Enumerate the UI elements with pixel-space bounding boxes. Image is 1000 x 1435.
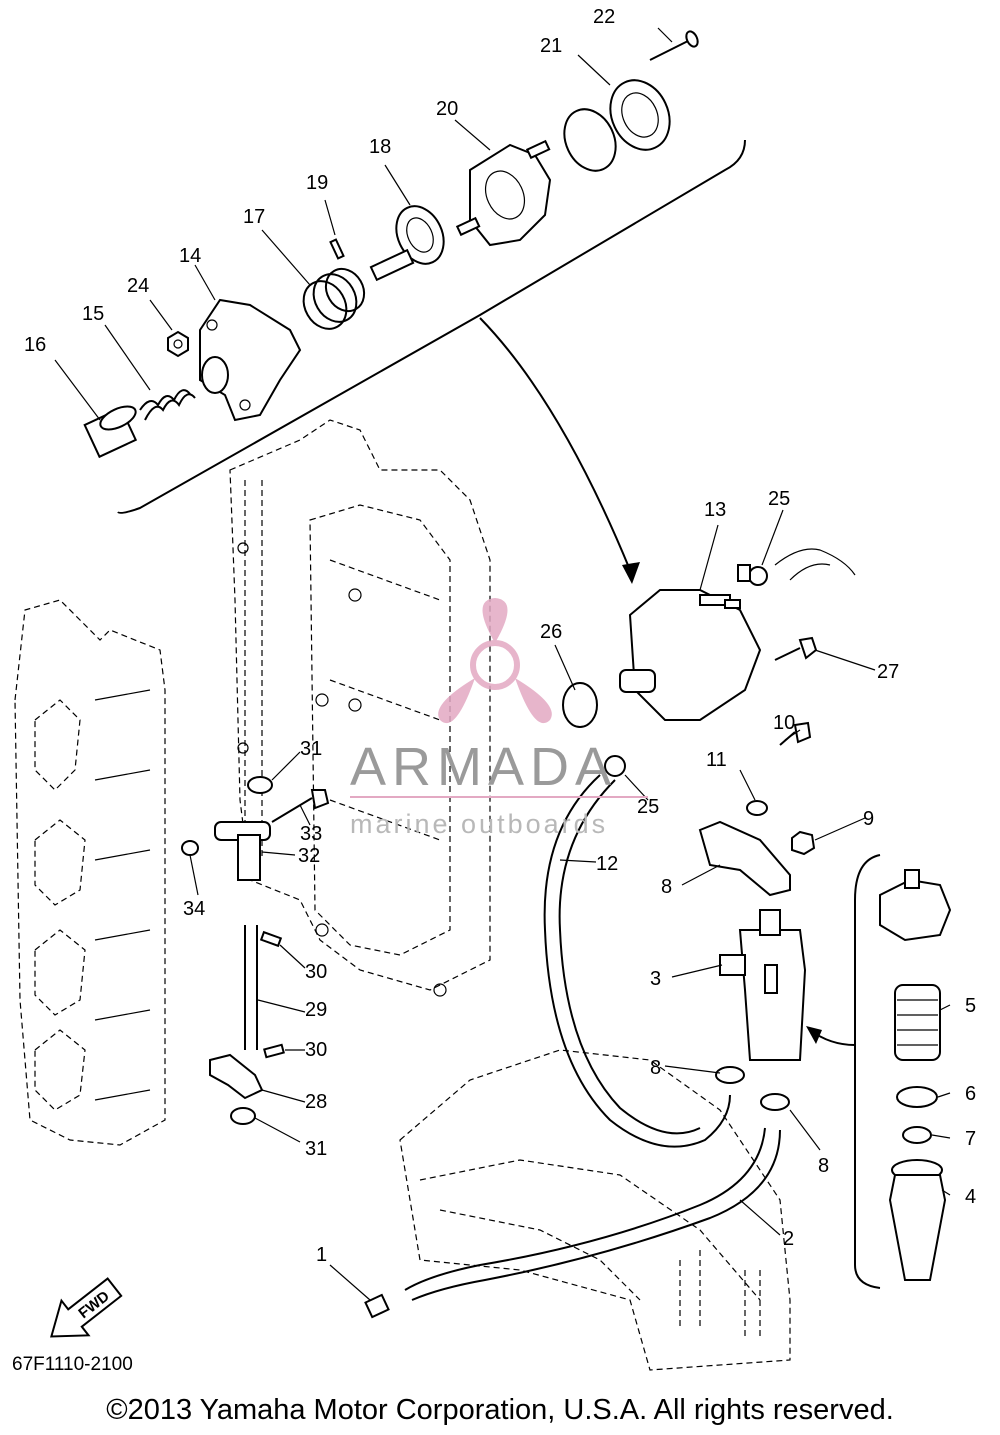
- part-8-clip-left: [715, 1066, 745, 1084]
- callout: 14: [179, 245, 201, 267]
- callout: 27: [877, 661, 899, 683]
- callout: 4: [965, 1186, 976, 1208]
- fwd-arrow: FWD: [50, 1277, 123, 1338]
- part-32-joint: [214, 821, 271, 881]
- callout: 20: [436, 98, 458, 120]
- part-30-clip-upper: [259, 930, 283, 948]
- callout: 12: [596, 853, 618, 875]
- callout: 8: [818, 1155, 829, 1177]
- callout: 31: [305, 1138, 327, 1160]
- diagram-code: 67F1110-2100: [12, 1354, 133, 1375]
- part-16-spring: [139, 389, 196, 421]
- callout: 6: [965, 1083, 976, 1105]
- part-4-filter-cup: [888, 1159, 947, 1281]
- callout: 17: [243, 206, 265, 228]
- exploded-view-pointer: [479, 317, 631, 571]
- part-25-hose-clip-lower: [604, 755, 626, 777]
- part-18-spring: [302, 267, 366, 330]
- part-12-washer: [746, 800, 768, 816]
- watermark-logo: [438, 598, 552, 724]
- part-15-pump-cover: [199, 298, 302, 422]
- part-31-washer-lower: [230, 1107, 256, 1125]
- part-28-bracket: [209, 1053, 264, 1100]
- fuel-hose-upper: [774, 548, 856, 581]
- part-24-nut: [167, 330, 189, 358]
- callout: 13: [704, 499, 726, 521]
- filter-inset-bracket: [854, 854, 881, 1289]
- watermark-tagline: marine outboards: [350, 809, 608, 839]
- filter-pointer-arrowhead: [806, 1026, 822, 1044]
- callout: 25: [637, 796, 659, 818]
- part-3-fuel-filter: [719, 909, 807, 1061]
- part-20-pin: [329, 238, 345, 260]
- callout: 26: [540, 621, 562, 643]
- part-6-o-ring: [896, 1086, 938, 1108]
- callout: 2: [783, 1228, 794, 1250]
- watermark-name: ARMADA: [350, 737, 617, 797]
- part-33-bolt: [271, 789, 330, 823]
- part-22-diaphragm-gasket: [563, 79, 671, 172]
- pointer-arrowhead: [622, 562, 640, 584]
- callout: 9: [863, 808, 874, 830]
- callout: 18: [369, 136, 391, 158]
- part-14-fuel-pump: [619, 589, 762, 721]
- callout: 29: [305, 999, 327, 1021]
- callout: 16: [24, 334, 46, 356]
- callout: 25: [768, 488, 790, 510]
- callout: 30: [305, 1039, 327, 1061]
- callout: 15: [82, 303, 104, 325]
- callout-labels: 22 21 20 18 19 17 24 14 15 16 13 25 26 2…: [24, 6, 976, 1266]
- callout: 22: [593, 6, 615, 28]
- part-26-o-ring: [562, 682, 598, 728]
- part-31-washer-upper: [247, 776, 273, 794]
- part-25-hose-clip-upper: [737, 564, 768, 586]
- callout: 28: [305, 1091, 327, 1113]
- callout: 3: [650, 968, 661, 990]
- part-29-pipe: [244, 925, 258, 1050]
- bottom-cowling-outline: [399, 1049, 791, 1371]
- callout: 30: [305, 961, 327, 983]
- part-19-diaphragm: [369, 205, 445, 282]
- callout: 10: [773, 712, 795, 734]
- part-5-filter-element: [894, 984, 941, 1061]
- part-13-fuel-hose: [543, 774, 731, 1148]
- part-21-pump-body: [455, 139, 552, 247]
- intake-manifold-outline: [229, 419, 491, 997]
- callout: 32: [298, 845, 320, 867]
- part-8-clip-right: [760, 1093, 790, 1111]
- exploded-view-bracket: [117, 139, 746, 514]
- callout: 5: [965, 995, 976, 1017]
- cylinder-head-outline: [14, 599, 166, 1146]
- callout: 19: [306, 172, 328, 194]
- leader-lines: [54, 27, 951, 1301]
- callout: 21: [540, 35, 562, 57]
- part-30-clip-lower: [263, 1043, 285, 1059]
- part-27-bolt: [774, 636, 818, 661]
- part-7-float: [902, 1126, 932, 1144]
- copyright-notice: ©2013 Yamaha Motor Corporation, U.S.A. A…: [106, 1394, 894, 1426]
- part-2-fuel-hose: [404, 1127, 766, 1291]
- callout: 11: [706, 749, 727, 771]
- callout: 7: [965, 1128, 976, 1150]
- part-9-bracket: [698, 820, 791, 897]
- callout: 24: [127, 275, 149, 297]
- part-17-sleeve: [83, 405, 138, 459]
- part-1-connector: [364, 1293, 390, 1319]
- filter-head: [879, 869, 952, 942]
- part-34-nut: [181, 840, 199, 856]
- part-23-screw: [649, 30, 699, 61]
- part-10-nut: [791, 830, 816, 856]
- part-11-bolt: [779, 721, 812, 746]
- callout: 33: [300, 823, 322, 845]
- callout: 31: [300, 738, 322, 760]
- callout: 34: [183, 898, 205, 920]
- callout: 8: [650, 1057, 661, 1079]
- callout: 8: [661, 876, 672, 898]
- callout: 1: [316, 1244, 327, 1266]
